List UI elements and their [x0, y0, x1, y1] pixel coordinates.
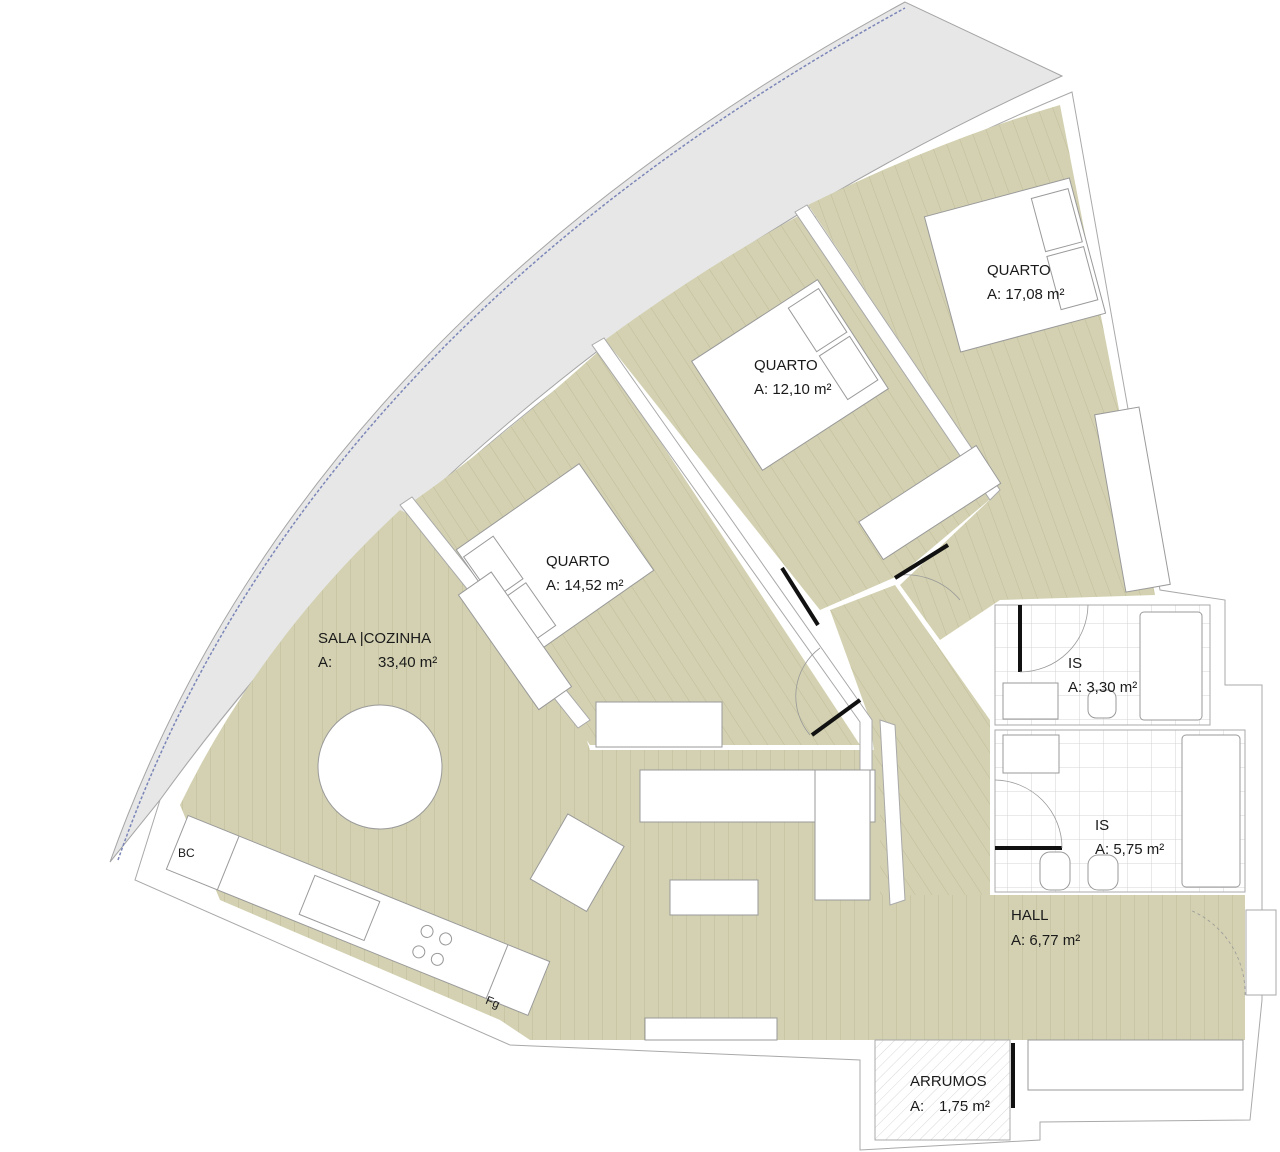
door-quarto-12[interactable]: [780, 566, 820, 627]
bidet: [1087, 854, 1119, 891]
wardrobe-quarto-14: [457, 571, 573, 711]
room-name-arrumos: ARRUMOS: [910, 1073, 987, 1090]
room-name-is-small: IS: [1068, 655, 1082, 672]
room-area-quarto-12: A: 12,10 m²: [754, 381, 832, 398]
sofa-chaise: [814, 769, 871, 901]
door-quarto-17[interactable]: [893, 543, 950, 580]
wardrobe-quarto-12: [858, 444, 1002, 561]
kitchen-fg-label: Fg: [484, 993, 502, 1011]
door-swing-quarto12: [899, 574, 961, 601]
room-area-is-small: A: 3,30 m²: [1068, 679, 1137, 696]
dining-table: [317, 704, 443, 830]
room-area-prefix-sala-cozinha: A:: [318, 654, 332, 671]
room-area-hall: A: 6,77 m²: [1011, 932, 1080, 949]
bathtub-large: [1181, 734, 1241, 888]
hall-lower-floor: [880, 895, 1245, 1040]
entrance-door[interactable]: [1245, 909, 1277, 996]
tv-unit: [644, 1017, 778, 1041]
room-name-quarto-17: QUARTO: [987, 262, 1051, 279]
room-name-sala-cozinha: SALA |COZINHA: [318, 630, 431, 647]
room-name-hall: HALL: [1011, 907, 1049, 924]
wardrobe-quarto-17: [1094, 406, 1171, 593]
kitchen-counter: [165, 814, 551, 1017]
room-area-quarto-14: A: 14,52 m²: [546, 577, 624, 594]
bed-quarto-17: [923, 177, 1107, 353]
terrace-window-edge: [117, 7, 906, 861]
sink-large: [1002, 734, 1060, 774]
toilet-large: [1039, 851, 1071, 891]
room-name-quarto-12: QUARTO: [754, 357, 818, 374]
wall-hall-east: [879, 719, 906, 906]
room-name-is-large: IS: [1095, 817, 1109, 834]
desk-quarto-14: [595, 701, 723, 748]
room-area-quarto-17: A: 17,08 m²: [987, 286, 1065, 303]
arrumos-room: [874, 1039, 1011, 1141]
room-area-sala-cozinha: 33,40 m²: [378, 654, 437, 671]
armchair: [529, 813, 625, 913]
toilet-small: [1087, 689, 1117, 719]
coffee-table: [669, 879, 759, 916]
hall-closet: [1027, 1039, 1244, 1091]
sink-small: [1002, 682, 1059, 720]
entrance-door-swing: [1189, 909, 1246, 996]
bathtub-small: [1139, 611, 1203, 721]
room-area-arrumos: 1,75 m²: [939, 1098, 990, 1115]
bed-quarto-12: [691, 278, 889, 472]
room-area-is-large: A: 5,75 m²: [1095, 841, 1164, 858]
wall-quarto12-quarto17: [794, 204, 1001, 501]
door-swing-is-large: [994, 779, 1063, 849]
kitchen-bc-label: BC: [178, 846, 195, 860]
room-name-quarto-14: QUARTO: [546, 553, 610, 570]
door-swing-quarto14: [795, 647, 821, 736]
door-quarto-14[interactable]: [810, 698, 862, 737]
door-swing-is-small: [1019, 604, 1089, 673]
room-area-prefix-arrumos: A:: [910, 1098, 924, 1115]
